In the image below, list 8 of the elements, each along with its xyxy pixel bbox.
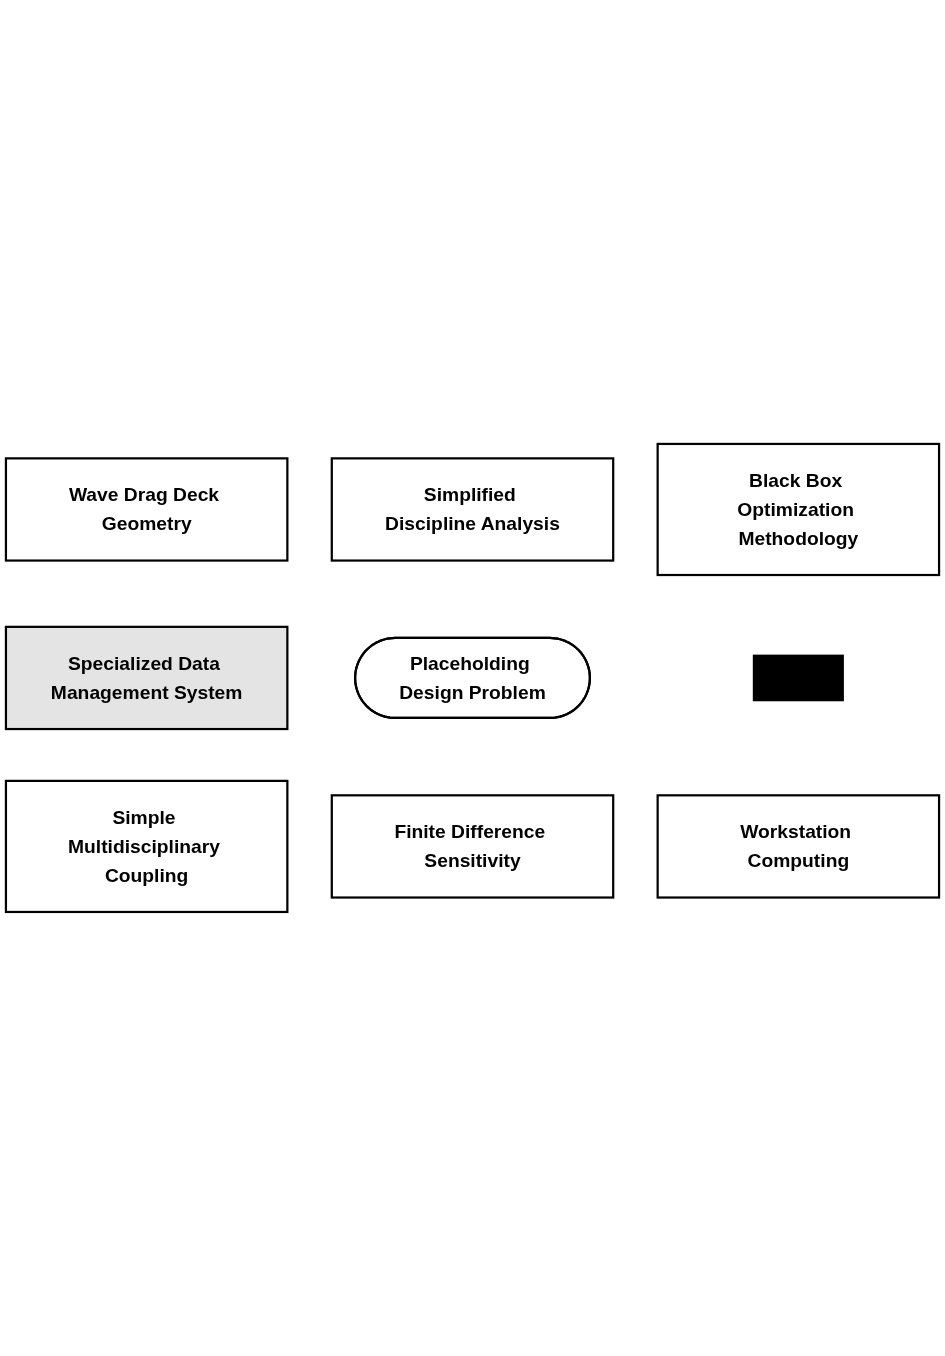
node-box: Workstation Computing	[656, 794, 941, 899]
node-box: Wave Drag Deck Geometry	[4, 457, 289, 562]
node-box: Black Box Optimization Methodology	[656, 442, 941, 577]
node-box: Finite Difference Sensitivity	[330, 794, 615, 899]
node-box: Specialized Data Management System	[4, 625, 289, 731]
node-box: Simplified Discipline Analysis	[330, 457, 615, 562]
node-box	[752, 654, 844, 702]
node-box: Simple Multidisciplinary Coupling	[4, 779, 289, 914]
